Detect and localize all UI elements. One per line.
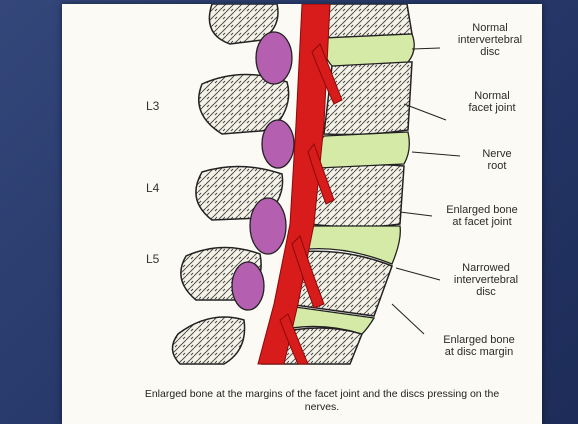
label-enlarged-margin: Enlarged bone at disc margin (426, 334, 532, 358)
level-l4: L4 (146, 181, 159, 195)
label-normal-disc: Normal intervertebral disc (444, 22, 536, 58)
vertebral-body-top (324, 4, 412, 38)
level-l3: L3 (146, 99, 159, 113)
normal-disc (323, 34, 414, 66)
level-l5: L5 (146, 252, 159, 266)
posterior-element-5 (172, 317, 244, 364)
label-normal-facet: Normal facet joint (450, 90, 534, 114)
label-nerve-root: Nerve root (462, 148, 532, 172)
label-enlarged-facet: Enlarged bone at facet joint (432, 204, 532, 228)
facet-joint-4 (232, 262, 264, 310)
slide: L3 L4 L5 Normal intervertebral disc Norm… (62, 4, 542, 424)
facet-joint-2 (262, 120, 294, 168)
figure-caption: Enlarged bone at the margins of the face… (132, 388, 512, 414)
label-narrowed-disc: Narrowed intervertebral disc (438, 262, 534, 298)
middle-disc (316, 132, 409, 168)
facet-joint-3 (250, 198, 286, 254)
facet-joint-1 (256, 32, 292, 84)
